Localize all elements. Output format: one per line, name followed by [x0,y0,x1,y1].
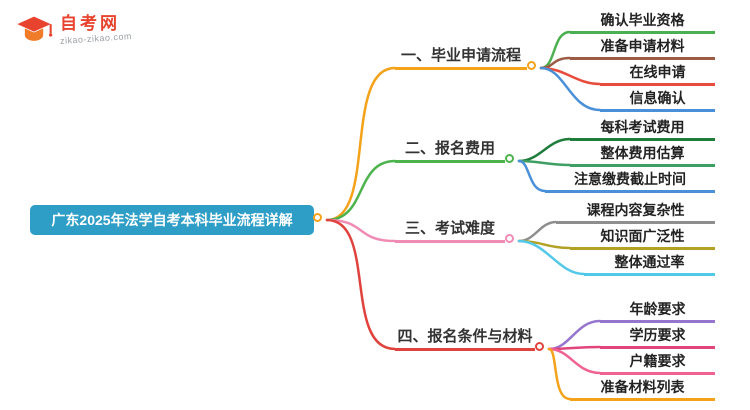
branch-circle-3 [505,234,514,243]
leaf-node: 准备材料列表 [570,379,715,401]
edge-branch1-leaf4 [539,66,602,112]
root-node: 广东2025年法学自考本科毕业流程详解 [30,205,314,235]
logo-text: 自考网 zikao-zikao.com [60,14,133,46]
logo: 自考网 zikao-zikao.com [14,10,132,50]
edge-branch3-leaf1 [517,220,558,243]
graduation-cap-icon [17,16,53,41]
edge-root-branch4 [325,218,397,351]
edge-branch4-leaf3 [547,347,602,375]
edge-root-branch1 [325,66,397,222]
leaf-node: 年龄要求 [600,301,715,323]
leaf-node: 每科考试费用 [570,119,715,141]
branch-node-1: 一、毕业申请流程 [395,46,527,70]
leaf-node: 整体费用估算 [570,145,715,167]
logo-title: 自考网 [60,14,120,33]
leaf-node: 注意缴费截止时间 [545,171,715,193]
branch-node-4: 四、报名条件与材料 [395,327,535,351]
root-node-circle [313,213,322,222]
leaf-node: 在线申请 [600,64,715,86]
leaf-node: 准备申请材料 [570,38,715,60]
leaf-node: 课程内容复杂性 [556,202,715,224]
edge-branch3-leaf3 [517,239,586,276]
branch-node-2: 二、报名费用 [395,139,505,163]
edge-root-branch2 [325,159,397,222]
leaf-node: 知识面广泛性 [570,228,715,250]
branch-circle-1 [527,61,536,70]
branch-circle-4 [535,342,544,351]
leaf-node: 整体通过率 [584,254,715,276]
branch-node-3: 三、考试难度 [395,219,505,243]
leaf-node: 信息确认 [600,90,715,112]
edge-branch4-leaf4 [547,347,572,401]
edge-branch2-leaf2 [517,159,572,167]
edge-branch2-leaf1 [517,137,572,163]
edge-branch4-leaf1 [547,319,602,351]
leaf-node: 学历要求 [600,327,715,349]
leaf-node: 确认毕业资格 [570,12,715,34]
edge-root-branch3 [325,218,397,243]
edge-branch2-leaf3 [517,159,547,193]
leaf-node: 户籍要求 [600,353,715,375]
branch-circle-2 [505,154,514,163]
edge-branch1-leaf2 [539,56,572,70]
